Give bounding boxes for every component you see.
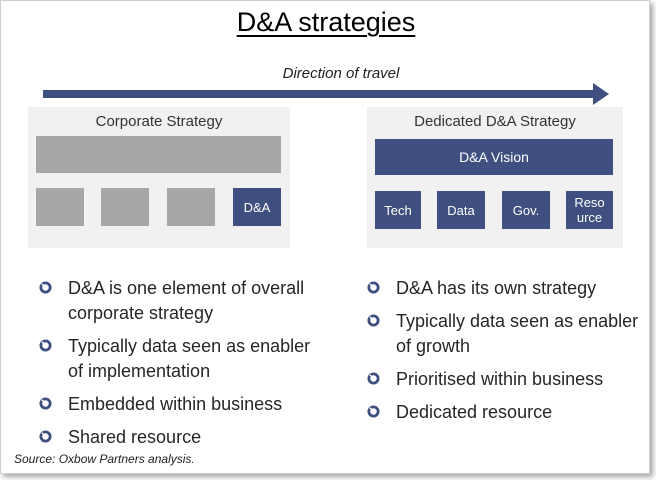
list-item: D&A has its own strategy bbox=[367, 276, 647, 301]
slide: D&A strategies Direction of travel Corpo… bbox=[0, 0, 650, 474]
list-item: Dedicated resource bbox=[367, 400, 647, 425]
corporate-strategy-title: Corporate Strategy bbox=[95, 113, 223, 130]
corporate-strategy-panel: Corporate Strategy D&A bbox=[28, 107, 290, 248]
ring-bullet-icon bbox=[367, 281, 380, 294]
ring-bullet-icon bbox=[367, 314, 380, 327]
bullet-text: Dedicated resource bbox=[396, 402, 553, 422]
strategy-box bbox=[101, 188, 149, 226]
slide-title: D&A strategies bbox=[236, 7, 416, 37]
list-item: Typically data seen as enabler of implem… bbox=[39, 334, 329, 384]
bullet-text: D&A is one element of overall corporate … bbox=[68, 278, 305, 323]
dedicated-da-strategy-panel: Dedicated D&A Strategy D&A Vision Tech D… bbox=[367, 107, 623, 248]
bullet-text: Typically data seen as enabler of implem… bbox=[68, 336, 311, 381]
bullet-text: Prioritised within business bbox=[396, 369, 604, 389]
list-item: Shared resource bbox=[39, 425, 329, 450]
governance-box: Gov. bbox=[502, 191, 550, 229]
bullet-text: Shared resource bbox=[68, 427, 202, 447]
list-item: D&A is one element of overall corporate … bbox=[39, 276, 329, 326]
resource-box: Reso urce bbox=[566, 191, 613, 229]
da-vision-bar: D&A Vision bbox=[375, 139, 613, 175]
data-box: Data bbox=[437, 191, 485, 229]
arrow-shaft bbox=[43, 90, 593, 98]
right-bullet-list: D&A has its own strategy Typically data … bbox=[367, 276, 647, 433]
list-item: Prioritised within business bbox=[367, 367, 647, 392]
left-bullet-list: D&A is one element of overall corporate … bbox=[39, 276, 329, 458]
strategy-box bbox=[36, 188, 84, 226]
bullet-text: Embedded within business bbox=[68, 394, 283, 414]
da-box: D&A bbox=[233, 188, 281, 226]
ring-bullet-icon bbox=[367, 372, 380, 385]
direction-arrow bbox=[43, 83, 609, 105]
arrow-head bbox=[593, 83, 609, 105]
strategy-bar bbox=[36, 136, 281, 173]
ring-bullet-icon bbox=[367, 405, 380, 418]
bullet-text: D&A has its own strategy bbox=[396, 278, 597, 298]
list-item: Typically data seen as enabler of growth bbox=[367, 309, 647, 359]
direction-label: Direction of travel bbox=[282, 65, 400, 82]
ring-bullet-icon bbox=[39, 281, 52, 294]
ring-bullet-icon bbox=[39, 430, 52, 443]
ring-bullet-icon bbox=[39, 397, 52, 410]
strategy-box bbox=[167, 188, 215, 226]
ring-bullet-icon bbox=[39, 339, 52, 352]
list-item: Embedded within business bbox=[39, 392, 329, 417]
bullet-text: Typically data seen as enabler of growth bbox=[396, 311, 639, 356]
source-note: Source: Oxbow Partners analysis. bbox=[14, 452, 195, 466]
dedicated-strategy-title: Dedicated D&A Strategy bbox=[414, 113, 576, 130]
tech-box: Tech bbox=[375, 191, 421, 229]
